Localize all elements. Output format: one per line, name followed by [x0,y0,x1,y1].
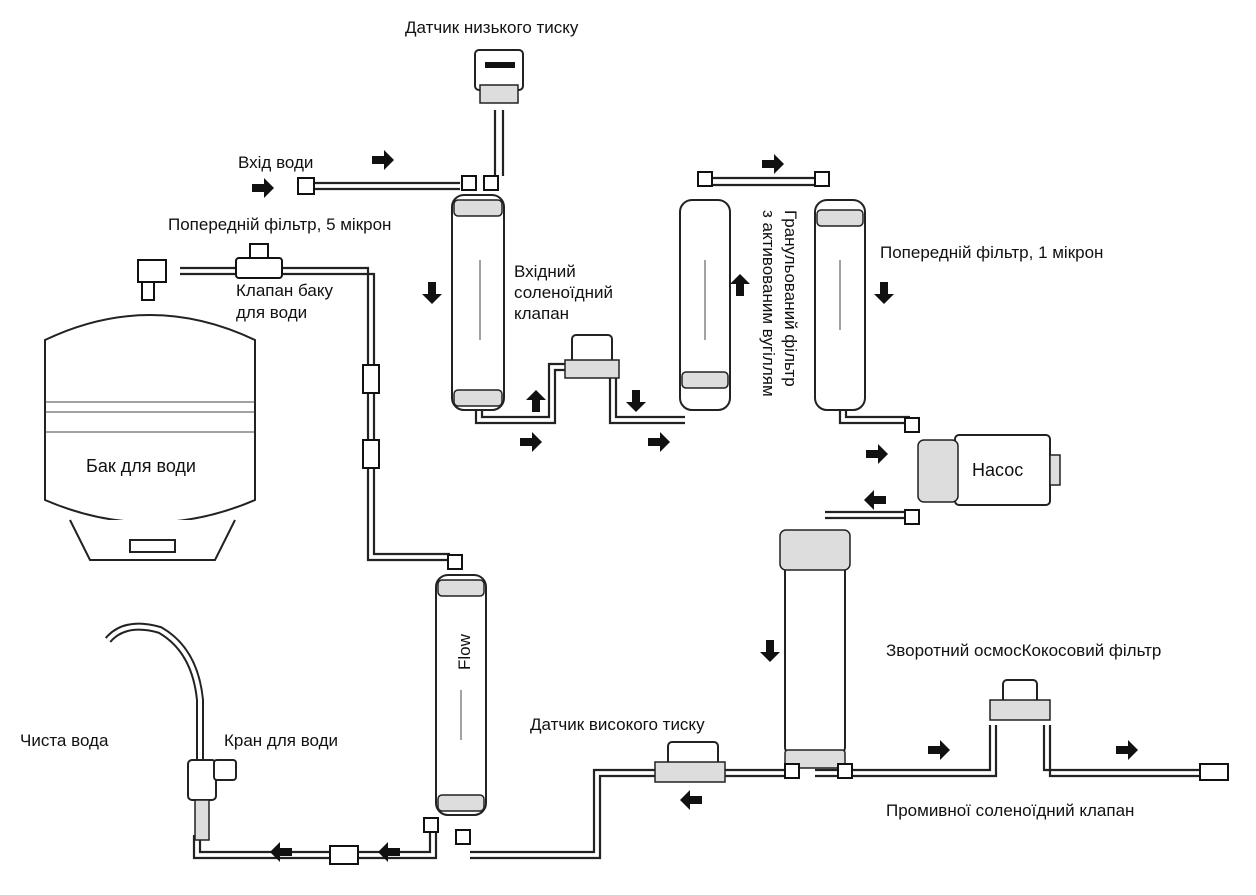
booster-pump [904,417,1061,525]
label-carbon-filter-2: з активованим вугіллям [759,210,778,397]
inlet-connector [297,177,315,195]
tubing [180,110,1210,860]
arrow-right-icon [372,150,394,170]
water-tank [44,259,256,561]
label-tank-valve-2: для води [236,303,307,322]
label-faucet: Кран для води [224,731,338,750]
label-tank-valve-1: Клапан баку [236,281,333,300]
arrow-up-icon [730,274,750,296]
arrow-up-icon [526,390,546,412]
arrow-left-icon [680,790,702,810]
inlet-solenoid-valve [564,334,620,379]
flow-text: Flow [455,633,474,670]
arrow-left-icon [864,490,886,510]
high-pressure-sensor [654,741,726,783]
label-water-tank: Бак для води [86,456,196,476]
prefilter-5-micron [451,175,505,411]
label-inlet-solenoid-2: соленоїдний [514,283,613,302]
label-inlet-solenoid-3: клапан [514,304,569,323]
arrow-right-icon [252,178,274,198]
arrow-right-icon [648,432,670,452]
union-2 [362,439,380,469]
label-clean-water: Чиста вода [20,731,109,750]
label-pump: Насос [972,460,1023,480]
outlet-connector [1199,763,1229,781]
label-low-pressure-sensor: Датчик низького тиску [405,18,579,37]
label-prefilter-5: Попередній фільтр, 5 мікрон [168,215,391,234]
tank-valve [235,243,283,279]
union-3 [329,845,359,865]
label-water-inlet: Вхід води [238,153,313,172]
low-pressure-sensor [474,49,524,104]
arrow-right-icon [928,740,950,760]
ro-membrane-housing [779,529,853,779]
flow-arrows [252,150,1138,862]
arrow-left-icon [270,842,292,862]
flush-solenoid-valve [989,679,1051,721]
arrow-right-icon [520,432,542,452]
arrow-down-icon [874,282,894,304]
label-flush-solenoid: Промивної соленоїдний клапан [886,801,1134,820]
arrow-down-icon [626,390,646,412]
granular-carbon-filter [679,171,731,411]
arrow-right-icon [762,154,784,174]
arrow-down-icon [422,282,442,304]
label-carbon-filter-1: Гранульований фільтр [781,210,800,387]
label-prefilter-1: Попередній фільтр, 1 мікрон [880,243,1103,262]
arrow-right-icon [866,444,888,464]
label-high-pressure-sensor: Датчик високого тиску [530,715,705,734]
label-inlet-solenoid-1: Вхідний [514,262,576,281]
arrow-left-icon [378,842,400,862]
arrow-down-icon [760,640,780,662]
water-faucet [104,622,237,841]
label-ro-coconut: Зворотний осмосКокосовий фільтр [886,641,1161,660]
union-1 [362,364,380,394]
post-filter: Flow [423,554,487,845]
prefilter-1-micron [814,171,866,411]
arrow-right-icon [1116,740,1138,760]
